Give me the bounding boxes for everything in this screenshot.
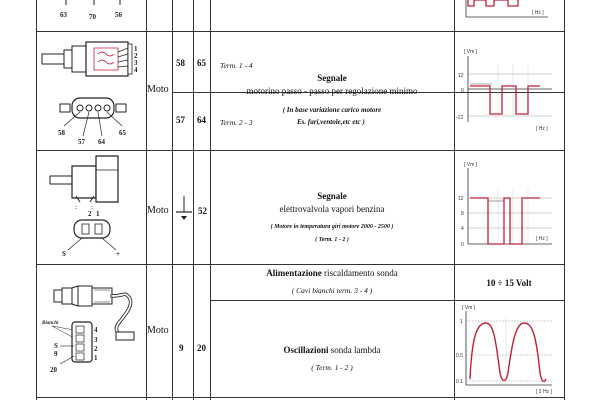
supply-title-rest: riscaldamento sonda — [324, 268, 398, 278]
pin-number: 57 — [176, 115, 185, 125]
signal-note: ( In base variazione carico motore — [282, 106, 382, 114]
pin-label: 3 — [94, 336, 98, 344]
pin-number: 64 — [197, 115, 206, 125]
pin-label: 20 — [50, 366, 58, 374]
top-scope-graph: [ Hz ] — [465, 0, 548, 18]
axis-unit-label: [ Hz ] — [536, 236, 548, 242]
tick-label: 8 — [461, 211, 464, 217]
tick-label: 1 — [460, 319, 463, 325]
column-divider — [193, 0, 194, 400]
signal-description: motorino passo - passo per regolazione m… — [246, 86, 418, 96]
row-divider — [36, 150, 564, 151]
row-divider — [36, 31, 564, 32]
pin-label: 3 — [134, 59, 138, 67]
column-divider — [172, 0, 173, 400]
signal-title: Segnale — [317, 73, 347, 83]
pin-label: S — [54, 342, 58, 350]
tick-label: -12 — [456, 115, 463, 121]
pin-number: 58 — [176, 58, 185, 68]
pin-label: 4 — [134, 66, 138, 74]
pin-label: 56 — [115, 11, 123, 19]
stepper-motor-drawing: 1 2 3 4 58 57 64 65 — [41, 41, 138, 146]
tick-label: 0 — [461, 88, 464, 94]
supply-title: Alimentazione riscaldamento sonda — [210, 268, 454, 278]
row-subdivider — [172, 92, 564, 93]
axis-unit-label: [ 2 Hz ] — [536, 389, 552, 395]
lambda-scope-graph: [ Vm ] 1 0.5 0.1 [ 2 Hz ] — [456, 305, 552, 395]
supply-note: ( Cavi bianchi term. 3 - 4 ) — [291, 286, 373, 295]
pin-label: 63 — [60, 11, 68, 19]
pin-number: 65 — [197, 58, 206, 68]
column-divider — [454, 0, 455, 400]
oscillation-title: Oscillazioni sonda lambda — [210, 345, 454, 355]
terminal-note: ( Term. 1 - 2 ) — [315, 237, 349, 243]
column-divider — [210, 0, 211, 400]
pin-number: 52 — [198, 206, 207, 216]
tick-label: 0 — [461, 242, 464, 248]
ground-icon — [176, 196, 192, 220]
signal-note: ( Motore in temperatura giri motore 2000… — [270, 224, 394, 230]
pin-label: 1 — [134, 45, 138, 53]
oscillation-title-rest: sonda lambda — [330, 345, 381, 355]
column-divider — [146, 0, 147, 400]
pin-label: 2 — [94, 345, 98, 353]
tick-label: 4 — [461, 226, 464, 232]
oscillation-title-bold: Oscillazioni — [283, 345, 329, 355]
tick-label: 0.5 — [456, 353, 463, 359]
column-divider — [36, 0, 37, 400]
pin-number: 9 — [179, 343, 184, 353]
signal-description: elettrovalvola vapori benzina — [279, 204, 385, 214]
pin-label: 64 — [98, 138, 106, 146]
tick-label: 0.1 — [456, 379, 463, 385]
signal-note: Es. fari,ventole,etc etc ) — [297, 118, 365, 126]
vapour-valve-drawing: 2 1 S + — [49, 155, 120, 258]
pin-label: 2 — [88, 210, 92, 218]
wire-label: Bianchi — [41, 321, 59, 326]
top-connector-drawing: 63 70 56 — [60, 0, 123, 21]
axis-unit-label: [ Vm ] — [464, 162, 478, 168]
stepper-scope-graph: [ Vm ] 12 0 -12 [ Hz ] — [456, 49, 552, 132]
supply-value: 10 ÷ 15 Volt — [486, 278, 532, 288]
moto-label: Moto — [147, 205, 169, 216]
pin-label: S — [62, 250, 66, 258]
axis-unit-label: [ Hz ] — [532, 10, 544, 16]
tick-label: 12 — [458, 73, 464, 79]
pin-label: 70 — [89, 13, 97, 21]
pin-label: 1 — [94, 354, 98, 362]
terminal-note: ( Term. 1 - 2 ) — [311, 363, 353, 372]
supply-title-bold: Alimentazione — [266, 268, 322, 278]
pin-label: 57 — [78, 138, 86, 146]
pin-label: 58 — [58, 129, 66, 137]
axis-unit-label: [ Vm ] — [462, 305, 476, 311]
moto-label: Moto — [147, 325, 169, 336]
column-divider — [564, 0, 565, 400]
terminal-note: Term. 1 - 4 — [220, 61, 253, 70]
pin-label: 65 — [119, 129, 127, 137]
pin-label: 9 — [54, 350, 58, 358]
signal-title: Segnale — [317, 191, 347, 201]
pin-label: 2 — [134, 52, 138, 60]
row-divider — [36, 397, 564, 398]
tick-label: 12 — [458, 196, 464, 202]
row-divider — [36, 264, 564, 265]
pin-number: 20 — [197, 343, 206, 353]
pin-label: 1 — [96, 210, 100, 218]
row-subdivider — [210, 300, 564, 301]
terminal-note: Term. 2 - 3 — [220, 118, 253, 127]
vapour-scope-graph: [ Vm ] 12 8 4 0 [ Hz ] — [458, 162, 552, 248]
lambda-sensor-drawing: Bianchi 4 3 2 1 S 9 20 — [41, 285, 135, 374]
axis-unit-label: [ Hz ] — [536, 126, 548, 132]
pin-label: 4 — [94, 326, 98, 334]
pin-label: + — [116, 250, 120, 258]
axis-unit-label: [ Vm ] — [464, 49, 478, 55]
moto-label: Moto — [147, 84, 169, 95]
